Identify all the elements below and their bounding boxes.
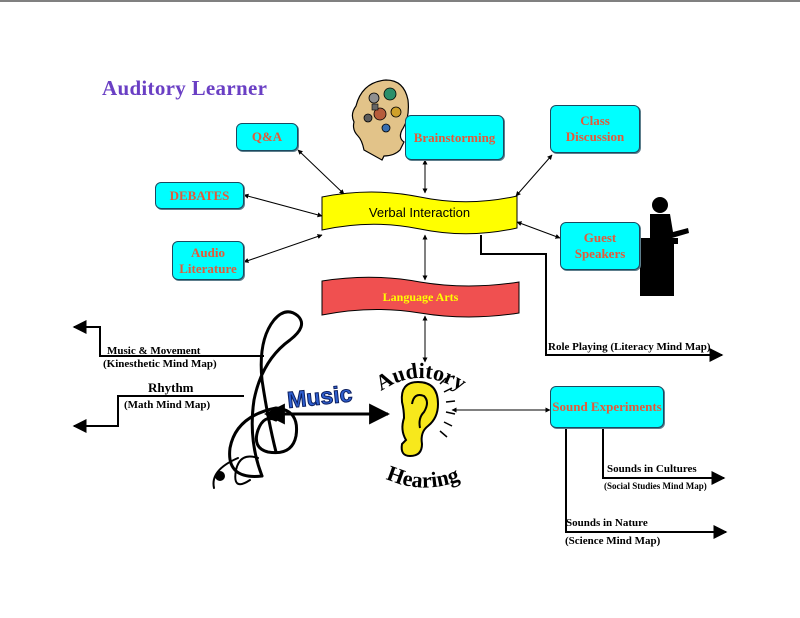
label-math: (Math Mind Map) <box>124 399 211 411</box>
label-role-playing: Role Playing (Literacy Mind Map) <box>548 341 711 353</box>
node-debates[interactable]: DEBATES <box>155 182 244 209</box>
speaker-podium-icon <box>636 197 689 296</box>
music-wordart: Music <box>286 380 354 413</box>
label-social-studies: (Social Studies Mind Map) <box>604 481 707 491</box>
connector-audio-literature <box>243 234 323 263</box>
node-sound-experiments[interactable]: Sound Experiments <box>550 386 664 428</box>
connector-qa <box>297 149 345 195</box>
branch-music-movement <box>72 320 264 357</box>
branch-rhythm <box>72 395 244 433</box>
connectors <box>243 149 561 413</box>
brain-icon <box>351 79 409 161</box>
verbal-interaction-label[interactable]: Verbal Interaction <box>368 205 471 220</box>
connector-guest-speakers <box>516 221 561 239</box>
branch-sounds-nature <box>565 428 728 539</box>
node-audio-literature[interactable]: Audio Literature <box>172 241 244 280</box>
node-guest-speakers[interactable]: Guest Speakers <box>560 222 640 270</box>
page-title: Auditory Learner <box>102 76 268 100</box>
hearing-arched-text: Hearing <box>384 460 462 492</box>
branch-sounds-cultures <box>602 428 726 485</box>
label-kinesthetic: (Kinesthetic Mind Map) <box>103 358 217 370</box>
connector-class-discussion <box>515 154 553 197</box>
verbal-interaction-banner <box>321 191 518 235</box>
ear-icon <box>400 377 456 458</box>
label-sounds-cultures: Sounds in Cultures <box>607 463 697 475</box>
branch-role-playing <box>480 235 724 362</box>
branch-lines <box>72 235 728 539</box>
node-qa[interactable]: Q&A <box>236 123 298 151</box>
label-sounds-nature: Sounds in Nature <box>566 517 648 529</box>
language-arts-banner <box>321 276 520 318</box>
label-rhythm: Rhythm <box>148 380 194 395</box>
connector-debates <box>243 193 323 218</box>
language-arts-label[interactable]: Language Arts <box>382 290 459 304</box>
node-brainstorming[interactable]: Brainstorming <box>405 115 504 160</box>
label-science: (Science Mind Map) <box>565 535 661 547</box>
treble-clef-icon <box>212 310 304 489</box>
node-class-discussion[interactable]: Class Discussion <box>550 105 640 153</box>
label-music-movement: Music & Movement <box>107 345 201 357</box>
